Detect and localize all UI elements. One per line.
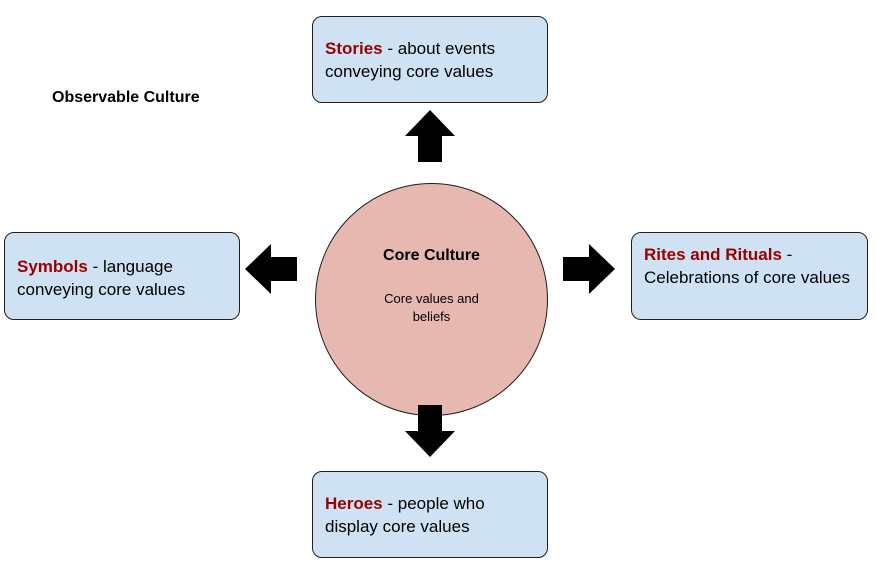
symbols-description: - language conveying core values [17,257,186,299]
arrow-left-icon [245,244,297,294]
core-culture-circle: Core Culture Core values and beliefs [315,183,548,416]
stories-box: Stories - about events conveying core va… [312,16,548,103]
symbols-box: Symbols - language conveying core values [4,232,240,320]
core-culture-subtitle: Core values and beliefs [384,291,479,324]
stories-description: - about events conveying core values [325,39,496,81]
rites-and-rituals-description: - Celebrations of core values [644,245,851,287]
observable-culture-heading: Observable Culture [52,89,200,106]
stories-keyword: Stories [325,39,383,58]
arrow-up-icon [405,110,455,162]
arrow-down-icon [405,405,455,457]
heroes-description: - people who display core values [325,494,485,536]
core-culture-title: Core Culture [383,247,480,264]
rites-and-rituals-box: Rites and Rituals - Celebrations of core… [631,232,868,320]
symbols-keyword: Symbols [17,257,88,276]
rites-and-rituals-keyword: Rites and Rituals [644,245,782,264]
arrow-right-icon [563,244,615,294]
heroes-keyword: Heroes [325,494,383,513]
heroes-box: Heroes - people who display core values [312,471,548,558]
